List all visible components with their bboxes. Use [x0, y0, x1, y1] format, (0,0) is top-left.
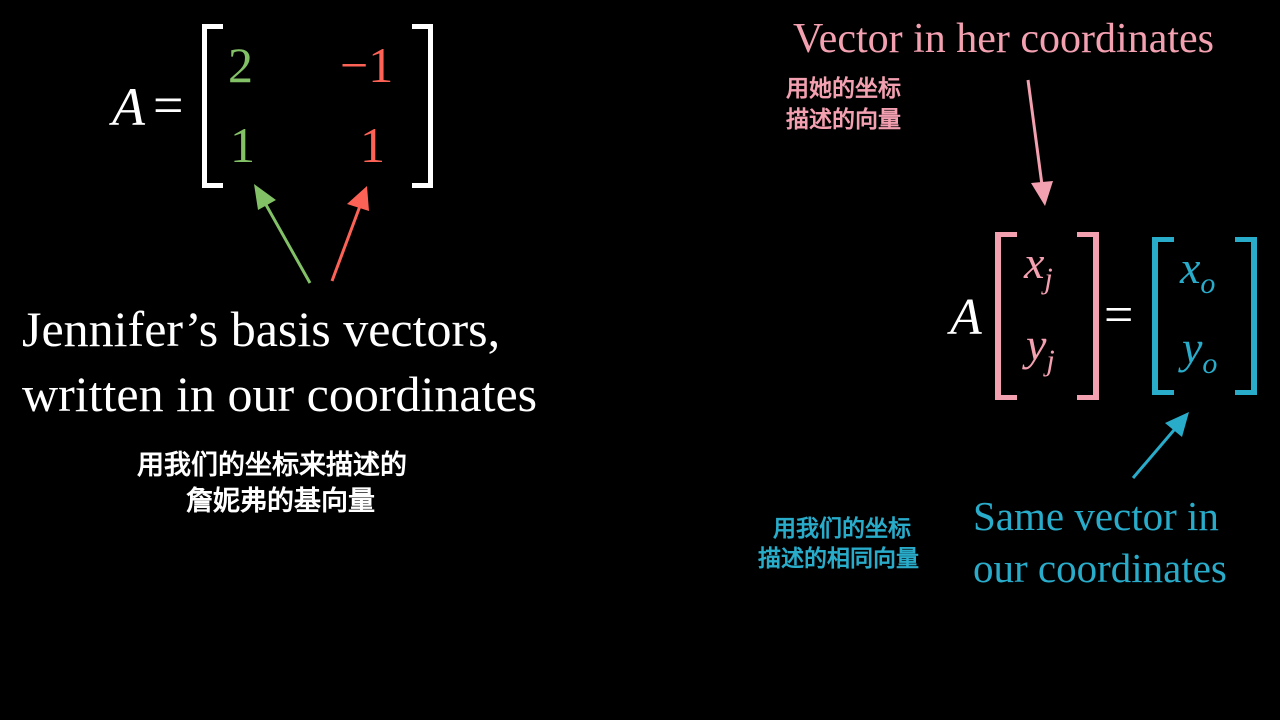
- vector-j-y-base: y: [1026, 319, 1047, 370]
- vector-j-y: yj: [1026, 322, 1055, 376]
- matrix-entry-11: 2: [228, 37, 253, 93]
- matrix-entry-22: 1: [360, 117, 385, 173]
- vector-j-x: xj: [1024, 240, 1053, 294]
- vector-j-x-sub: j: [1044, 262, 1053, 296]
- pink-arrow: [1026, 79, 1053, 206]
- her-coords-zh-line2: 描述的向量: [786, 107, 901, 133]
- blue-bracket-close: [1235, 237, 1257, 395]
- her-coords-label: Vector in her coordinates: [793, 16, 1215, 62]
- matrix-entry-12: −1: [340, 37, 394, 93]
- vector-o-y-base: y: [1182, 322, 1203, 373]
- pink-bracket-open: [995, 232, 1017, 400]
- our-coords-label-line1: Same vector in: [973, 493, 1219, 539]
- caption-zh-line2: 詹妮弗的基向量: [186, 486, 375, 517]
- vector-j-x-base: x: [1024, 237, 1045, 288]
- matrix-label-a-right: A: [950, 289, 982, 346]
- red-arrow: [330, 186, 369, 282]
- vector-o-y: yo: [1182, 325, 1217, 379]
- vector-o-x-sub: o: [1200, 267, 1216, 301]
- vector-o-x-base: x: [1180, 242, 1201, 293]
- our-coords-zh-line2: 描述的相同向量: [758, 546, 919, 572]
- caption-en-line2: written in our coordinates: [22, 366, 538, 422]
- our-coords-zh-line1: 用我们的坐标: [773, 516, 911, 542]
- vector-o-x: xo: [1180, 245, 1215, 299]
- our-coords-label-line2: our coordinates: [973, 545, 1227, 591]
- vector-j-y-sub: j: [1046, 344, 1055, 378]
- matrix-label-a: A: [112, 77, 145, 137]
- left-bracket-close: [412, 24, 433, 188]
- equals-sign-right: =: [1104, 287, 1134, 344]
- equals-sign: =: [153, 75, 184, 135]
- caption-en-line1: Jennifer’s basis vectors,: [22, 301, 501, 357]
- her-coords-zh-line1: 用她的坐标: [786, 76, 901, 102]
- blue-bracket-open: [1152, 237, 1174, 395]
- caption-zh-line1: 用我们的坐标来描述的: [137, 450, 407, 481]
- left-bracket-open: [202, 24, 223, 188]
- green-arrow: [254, 184, 312, 284]
- pink-bracket-close: [1077, 232, 1099, 400]
- blue-arrow: [1131, 412, 1189, 479]
- vector-o-y-sub: o: [1202, 347, 1218, 381]
- matrix-entry-21: 1: [230, 117, 255, 173]
